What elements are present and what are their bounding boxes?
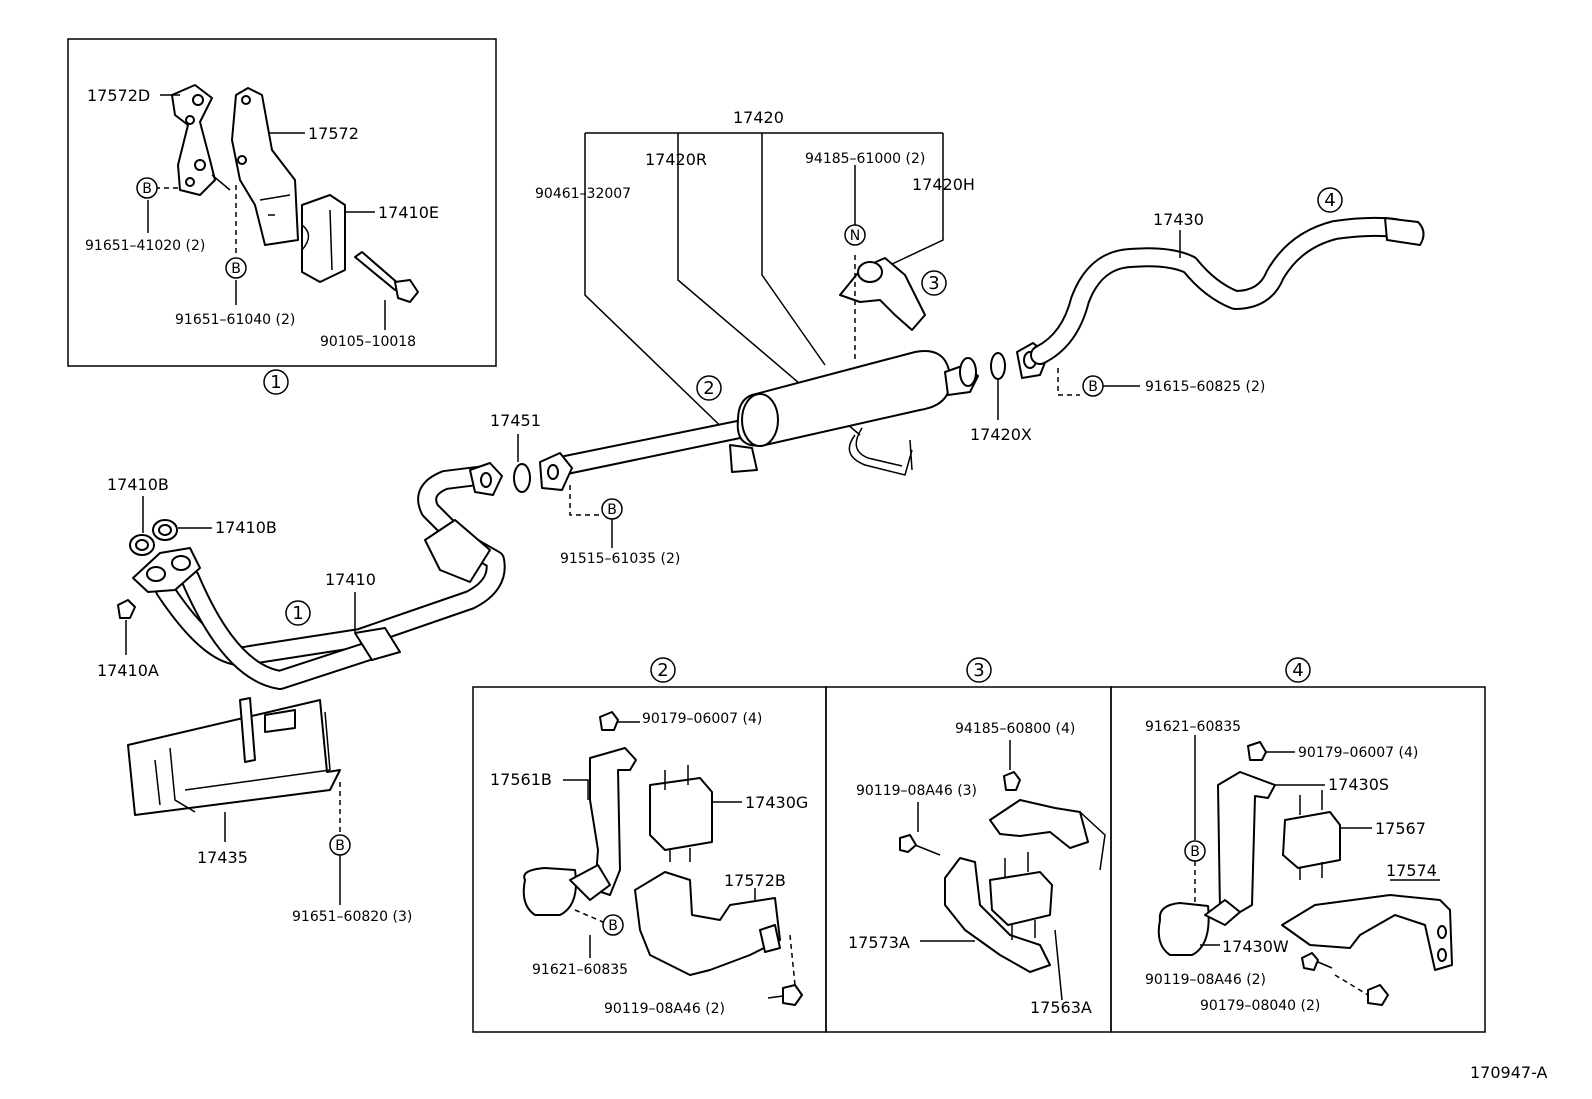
bolt-marker	[602, 914, 624, 936]
part-17410-label: 17410	[325, 570, 376, 589]
detail-1-bolt-markers: B B	[136, 177, 247, 279]
part-17420X-label: 17420X	[970, 425, 1032, 444]
part-91515-61035-label: 91515–61035 (2)	[560, 551, 680, 567]
view-marker-1	[263, 369, 289, 395]
bolt-marker-label: B	[608, 918, 618, 934]
view-marker-1-main	[285, 600, 311, 626]
muffler	[544, 350, 979, 479]
diagram-id: 170947-A	[1470, 1063, 1548, 1082]
part-17430W-label: 17430W	[1222, 937, 1289, 956]
part-17420R-label: 17420R	[645, 150, 707, 169]
part-90461-32007-label: 90461–32007	[535, 186, 631, 202]
view-marker-4-label: 4	[1324, 190, 1335, 211]
view-marker-3	[921, 270, 947, 296]
part-17430G-label: 17430G	[745, 793, 808, 812]
detail-1-parts	[155, 84, 419, 303]
view-marker-3-label: 3	[928, 273, 939, 294]
bolt-marker-label: B	[1190, 844, 1200, 860]
part-17420H-label: 17420H	[912, 175, 975, 194]
view-marker-3-box-label: 3	[973, 660, 984, 681]
part-90119-08A46-label-c: 90119–08A46 (2)	[1145, 972, 1266, 988]
tail-pipe	[1030, 216, 1425, 365]
view-marker-2-box-label: 2	[657, 660, 668, 681]
part-17410B-label-1: 17410B	[107, 475, 169, 494]
view-marker-4-box	[1285, 657, 1311, 683]
detail-box-1	[67, 38, 497, 367]
view-marker-4-box-label: 4	[1292, 660, 1303, 681]
gaskets-17410B	[129, 519, 178, 556]
part-17572D-label: 17572D	[87, 86, 150, 105]
gasket-17451	[513, 452, 573, 493]
view-marker-4	[1317, 187, 1343, 213]
part-91651-61040-label: 91651–61040 (2)	[175, 312, 295, 328]
part-17430S-label: 17430S	[1328, 775, 1389, 794]
part-17561B-label: 17561B	[490, 770, 552, 789]
part-17567-label: 17567	[1375, 819, 1426, 838]
view-marker-3-box	[966, 657, 992, 683]
bolt-marker-label: B	[335, 838, 345, 854]
part-17410A-label: 17410A	[97, 661, 159, 680]
detail-box-2	[472, 686, 827, 1033]
part-17435-label: 17435	[197, 848, 248, 867]
part-91615-60825-label: 91615–60825 (2)	[1145, 379, 1265, 395]
part-17563A-label: 17563A	[1030, 998, 1092, 1017]
part-17572B-label: 17572B	[724, 871, 786, 890]
leader	[569, 485, 600, 516]
part-90119-08A46-label-b: 90119–08A46 (3)	[856, 783, 977, 799]
nut-17410A	[117, 599, 136, 619]
muffler-leader-bracket	[584, 132, 944, 441]
part-17430-label: 17430	[1153, 210, 1204, 229]
bolt-marker-label: B	[1088, 379, 1098, 395]
bolt-marker-label: B	[142, 181, 152, 197]
bolt-marker-label: B	[607, 502, 617, 518]
leader	[1057, 368, 1080, 396]
part-17572-label: 17572	[308, 124, 359, 143]
part-91621-60835-label-a: 91621–60835	[532, 962, 628, 978]
leader	[574, 909, 604, 923]
part-94185-60800-label: 94185–60800 (4)	[955, 721, 1075, 737]
part-17410B-label-2: 17410B	[215, 518, 277, 537]
detail-4-parts	[1157, 741, 1453, 1006]
leader	[563, 779, 589, 800]
part-94185-61000-label: 94185–61000 (2)	[805, 151, 925, 167]
nut-marker	[844, 224, 866, 246]
detail-1-leaders	[147, 94, 386, 330]
view-marker-1-label: 1	[270, 372, 281, 393]
part-90105-10018-label: 90105–10018	[320, 334, 416, 350]
view-marker-1-main-label: 1	[292, 603, 303, 624]
part-91651-41020-label: 91651–41020 (2)	[85, 238, 205, 254]
part-90119-08A46-label-a: 90119–08A46 (2)	[604, 1001, 725, 1017]
part-17410E-label: 17410E	[378, 203, 439, 222]
part-91651-60820-label: 91651–60820 (3)	[292, 909, 412, 925]
part-17451-label: 17451	[490, 411, 541, 430]
muffler-hanger	[839, 255, 926, 360]
part-90179-06007-label-b: 90179–06007 (4)	[1298, 745, 1418, 761]
view-marker-2-box	[650, 657, 676, 683]
part-17574-label: 17574	[1386, 861, 1437, 880]
part-90179-08040-label: 90179–08040 (2)	[1200, 998, 1320, 1014]
detail-3-parts	[899, 760, 1106, 1001]
view-marker-2	[696, 375, 722, 401]
detail-box-4	[1110, 686, 1486, 1033]
part-91621-60835-label-b: 91621–60835	[1145, 719, 1241, 735]
view-marker-2-label: 2	[703, 378, 714, 399]
part-17573A-label: 17573A	[848, 933, 910, 952]
detail-2-parts	[522, 711, 803, 1006]
heat-insulator	[127, 697, 341, 816]
part-90179-06007-label-a: 90179–06007 (4)	[642, 711, 762, 727]
nut-marker-label: N	[850, 228, 860, 244]
bolt-marker-label: B	[231, 261, 241, 277]
part-17420-label: 17420	[733, 108, 784, 127]
front-exhaust-pipe	[132, 462, 506, 690]
